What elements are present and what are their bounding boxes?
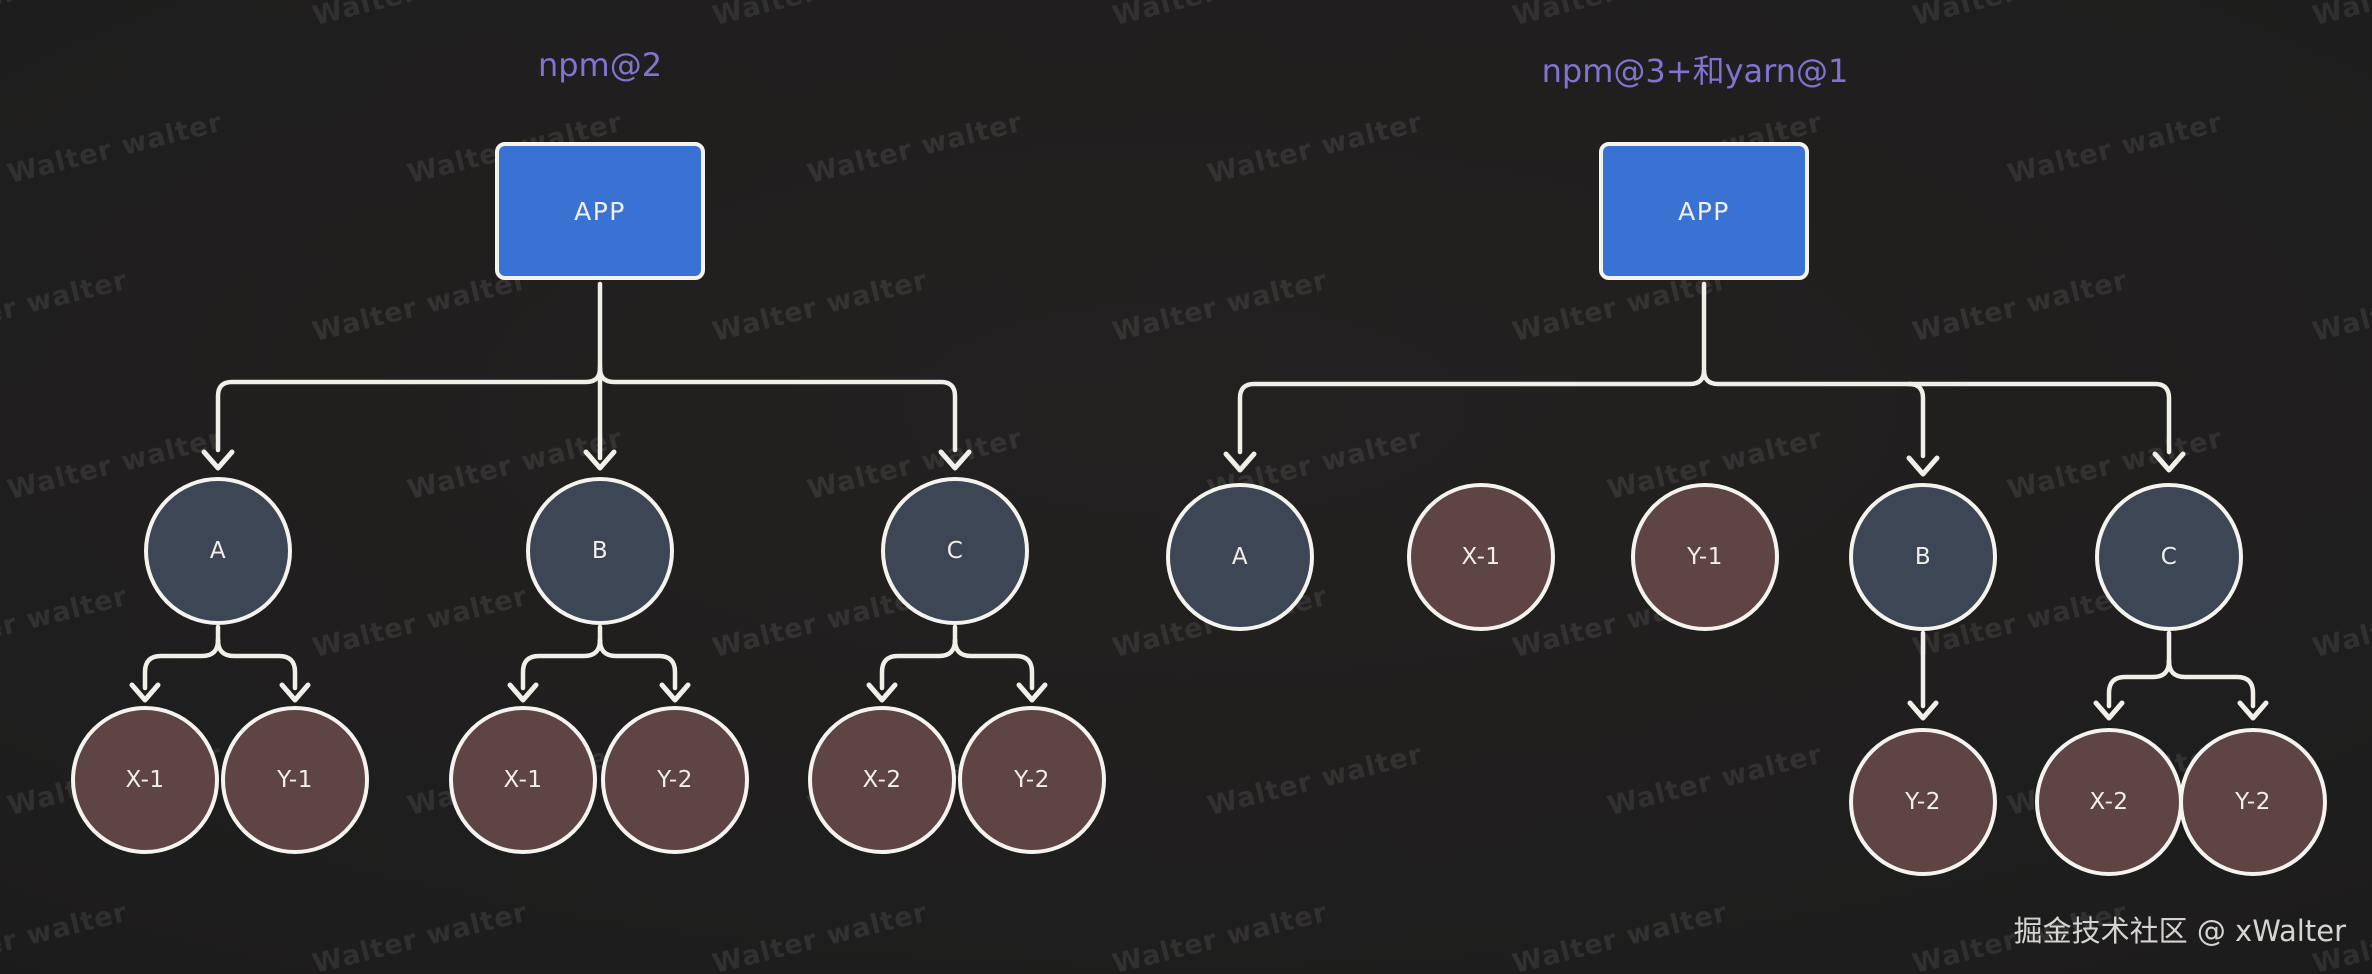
- node-label: C: [946, 538, 964, 564]
- left-node-app: APP: [495, 142, 705, 280]
- edge-line: [215, 365, 603, 453]
- right-node-a: A: [1166, 483, 1314, 631]
- right-node-c: C: [2095, 483, 2243, 631]
- left-node-c: C: [881, 477, 1029, 625]
- node-label: Y-2: [657, 767, 693, 793]
- arrow-head: [129, 682, 161, 703]
- right-tree-edges: [1223, 281, 2269, 721]
- left-node-a: A: [144, 477, 292, 625]
- right-tree-title: npm@3+和yarn@1: [1541, 52, 1849, 90]
- node-label: A: [1231, 544, 1249, 570]
- edge-line: [879, 637, 958, 691]
- right-node-y2-under-b: Y-2: [1849, 728, 1997, 876]
- edge-line: [597, 637, 678, 691]
- edge-line: [1237, 367, 1707, 455]
- arrow-head: [1223, 451, 1257, 473]
- edge-line: [952, 637, 1035, 691]
- left-node-y2-under-b: Y-2: [601, 706, 749, 854]
- left-node-y2-under-c: Y-2: [958, 706, 1106, 854]
- node-label: X-1: [1461, 544, 1501, 570]
- node-label: APP: [574, 196, 626, 226]
- right-node-y1: Y-1: [1631, 483, 1779, 631]
- node-label: X-2: [862, 767, 902, 793]
- arrow-head: [1016, 682, 1048, 703]
- left-node-x1-under-b: X-1: [449, 706, 597, 854]
- edge-line: [1701, 367, 2172, 455]
- node-label: A: [209, 538, 227, 564]
- arrow-head: [583, 449, 617, 471]
- left-node-b: B: [526, 477, 674, 625]
- edge-line: [2106, 658, 2172, 709]
- right-node-x2-under-c: X-2: [2035, 728, 2183, 876]
- edge-line: [597, 365, 958, 453]
- edge-line: [2166, 658, 2256, 709]
- arrow-head: [2152, 451, 2186, 473]
- left-tree-edges: [129, 281, 1048, 703]
- node-label: C: [2160, 544, 2178, 570]
- node-label: Y-2: [1014, 767, 1050, 793]
- right-node-x1: X-1: [1407, 483, 1555, 631]
- right-node-app: APP: [1599, 142, 1809, 280]
- node-label: Y-2: [2235, 789, 2271, 815]
- arrow-head: [938, 449, 972, 471]
- arrow-head: [201, 449, 235, 471]
- left-node-x1-under-a: X-1: [71, 706, 219, 854]
- arrow-head: [2093, 700, 2125, 721]
- arrow-head: [507, 682, 539, 703]
- arrow-head: [279, 682, 311, 703]
- arrow-head: [2237, 700, 2269, 721]
- arrow-head: [866, 682, 898, 703]
- node-label: X-1: [125, 767, 165, 793]
- arrow-head: [1906, 455, 1940, 477]
- node-label: APP: [1678, 196, 1730, 226]
- credit-text: 掘金技术社区 @ xWalter: [2013, 914, 2346, 948]
- right-node-y2-under-c: Y-2: [2179, 728, 2327, 876]
- left-node-x2-under-c: X-2: [808, 706, 956, 854]
- edge-line: [1906, 381, 1926, 459]
- node-label: B: [1914, 544, 1932, 570]
- edge-line: [520, 637, 603, 691]
- left-tree-title: npm@2: [537, 46, 663, 84]
- edge-line: [142, 637, 221, 691]
- node-label: Y-1: [1687, 544, 1723, 570]
- edge-line: [215, 637, 298, 691]
- left-node-y1-under-a: Y-1: [221, 706, 369, 854]
- node-label: B: [591, 538, 609, 564]
- node-label: Y-2: [1905, 789, 1941, 815]
- arrow-head: [659, 682, 691, 703]
- arrow-head: [1907, 700, 1939, 721]
- node-label: X-1: [503, 767, 543, 793]
- right-node-b: B: [1849, 483, 1997, 631]
- node-label: Y-1: [277, 767, 313, 793]
- node-label: X-2: [2089, 789, 2129, 815]
